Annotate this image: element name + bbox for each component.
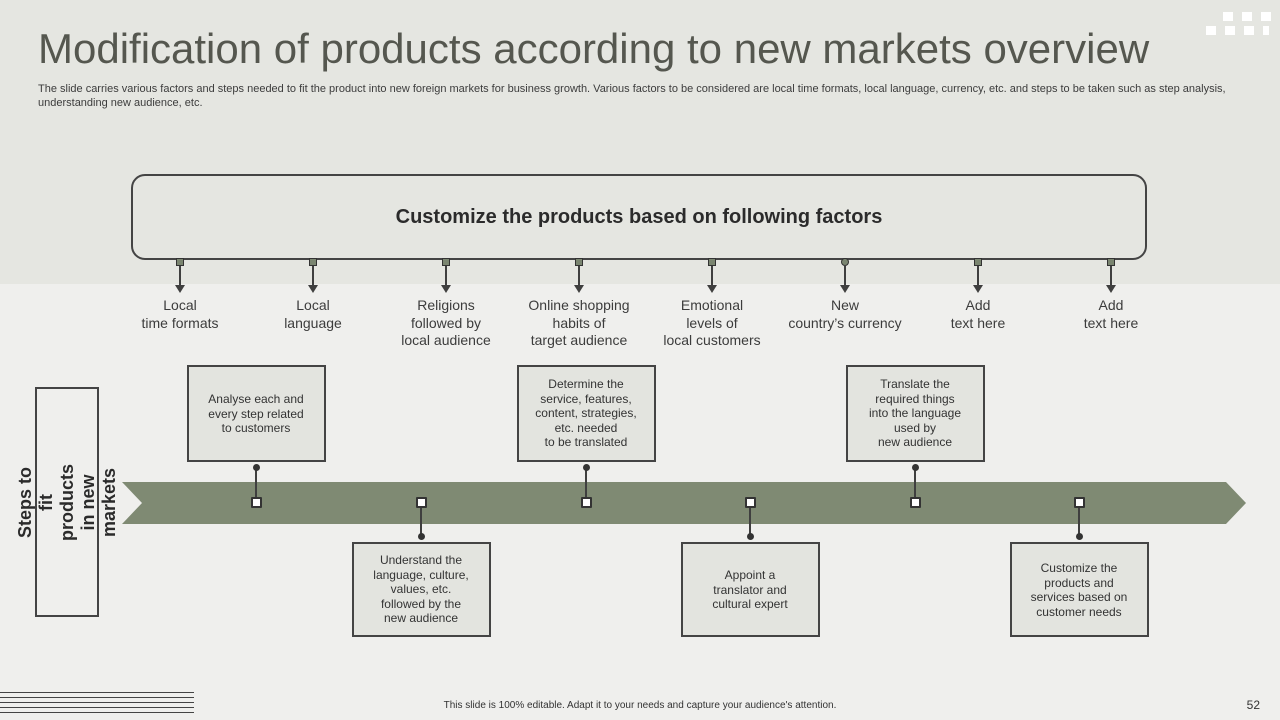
- decorative-line: [0, 697, 194, 698]
- decorative-dash: [1225, 26, 1235, 35]
- timeline-connector-line: [255, 468, 257, 497]
- decorative-dash: [1206, 26, 1216, 35]
- factor-arrow-head: [441, 285, 451, 293]
- timeline-connector-dot: [417, 533, 425, 540]
- step-text: Translate the required things into the l…: [868, 377, 962, 449]
- factors-title: Customize the products based on followin…: [395, 205, 883, 228]
- decorative-dash: [1244, 26, 1254, 35]
- steps-side-box: Steps to fit products in new markets: [15, 387, 119, 617]
- steps-side-label: Steps to fit products in new markets: [14, 463, 120, 541]
- factor-connector-line: [179, 266, 181, 286]
- factor-label: Add text here: [950, 297, 1006, 331]
- decorative-dash: [1242, 12, 1252, 21]
- factor-connector-line: [445, 266, 447, 286]
- decorative-dash: [1261, 12, 1271, 21]
- step-text: Determine the service, features, content…: [535, 377, 637, 449]
- factor-connector-knob: [1107, 258, 1115, 266]
- timeline-arrow-band: [122, 482, 1246, 524]
- factor-connector-line: [578, 266, 580, 286]
- factor-arrow-head: [973, 285, 983, 293]
- factor-connector-knob: [575, 258, 583, 266]
- timeline-connector-dot: [582, 464, 590, 471]
- decorative-line: [0, 702, 194, 703]
- decorative-dash: [1263, 26, 1269, 35]
- footer-note: This slide is 100% editable. Adapt it to…: [443, 700, 837, 711]
- factor-connector-knob: [841, 258, 849, 266]
- factor-arrow-head: [707, 285, 717, 293]
- factor-connector-line: [312, 266, 314, 286]
- factor-connector-line: [844, 266, 846, 286]
- timeline-arrow-shape: [122, 482, 1246, 524]
- timeline-node: [415, 497, 427, 508]
- timeline-connector-line: [1078, 508, 1080, 536]
- timeline-arrow-polygon: [122, 482, 1246, 524]
- factor-connector-line: [1110, 266, 1112, 286]
- factor-label: Local time formats: [141, 297, 219, 331]
- step-text: Customize the products and services base…: [1030, 561, 1128, 619]
- timeline-node: [250, 497, 262, 508]
- factor-connector-knob: [176, 258, 184, 266]
- timeline-connector-line: [585, 468, 587, 497]
- decorative-dash: [1223, 12, 1233, 21]
- factor-label: Local language: [284, 297, 342, 331]
- factor-connector-knob: [442, 258, 450, 266]
- step-text: Analyse each and every step related to c…: [208, 392, 304, 435]
- factor-arrow-head: [840, 285, 850, 293]
- page-number: 52: [1246, 698, 1260, 712]
- factor-label: Emotional levels of local customers: [663, 297, 761, 348]
- step-text: Appoint a translator and cultural expert: [712, 568, 788, 611]
- timeline-connector-dot: [252, 464, 260, 471]
- factor-connector-line: [711, 266, 713, 286]
- timeline-connector-dot: [746, 533, 754, 540]
- factor-connector-knob: [309, 258, 317, 266]
- factor-arrow-head: [1106, 285, 1116, 293]
- factors-box: Customize the products based on followin…: [131, 174, 1147, 260]
- factor-connector-knob: [974, 258, 982, 266]
- factor-label: New country’s currency: [788, 297, 902, 331]
- page-subtitle: The slide carries various factors and st…: [38, 83, 1226, 109]
- timeline-connector-line: [420, 508, 422, 536]
- step-box: Translate the required things into the l…: [845, 365, 985, 462]
- step-box: Analyse each and every step related to c…: [186, 365, 326, 462]
- step-box: Understand the language, culture, values…: [351, 542, 491, 637]
- step-text: Understand the language, culture, values…: [373, 553, 469, 625]
- timeline-node: [909, 497, 921, 508]
- factor-label: Religions followed by local audience: [401, 297, 491, 348]
- factor-arrow-head: [574, 285, 584, 293]
- timeline-node: [1073, 497, 1085, 508]
- factor-label: Add text here: [1083, 297, 1139, 331]
- step-box: Customize the products and services base…: [1009, 542, 1149, 637]
- factor-arrow-head: [175, 285, 185, 293]
- factor-connector-line: [977, 266, 979, 286]
- factor-arrow-head: [308, 285, 318, 293]
- decorative-line: [0, 712, 194, 713]
- factor-label: Online shopping habits of target audienc…: [528, 297, 630, 348]
- decorative-line: [0, 692, 194, 693]
- step-box: Determine the service, features, content…: [516, 365, 656, 462]
- timeline-connector-line: [914, 468, 916, 497]
- factor-connector-knob: [708, 258, 716, 266]
- timeline-connector-dot: [1075, 533, 1083, 540]
- timeline-connector-dot: [911, 464, 919, 471]
- step-box: Appoint a translator and cultural expert: [680, 542, 820, 637]
- timeline-node: [580, 497, 592, 508]
- timeline-connector-line: [749, 508, 751, 536]
- steps-side-label-text: Steps to fit products in new markets: [14, 463, 119, 541]
- decorative-line: [0, 707, 194, 708]
- page-title: Modification of products according to ne…: [38, 25, 1150, 72]
- timeline-node: [744, 497, 756, 508]
